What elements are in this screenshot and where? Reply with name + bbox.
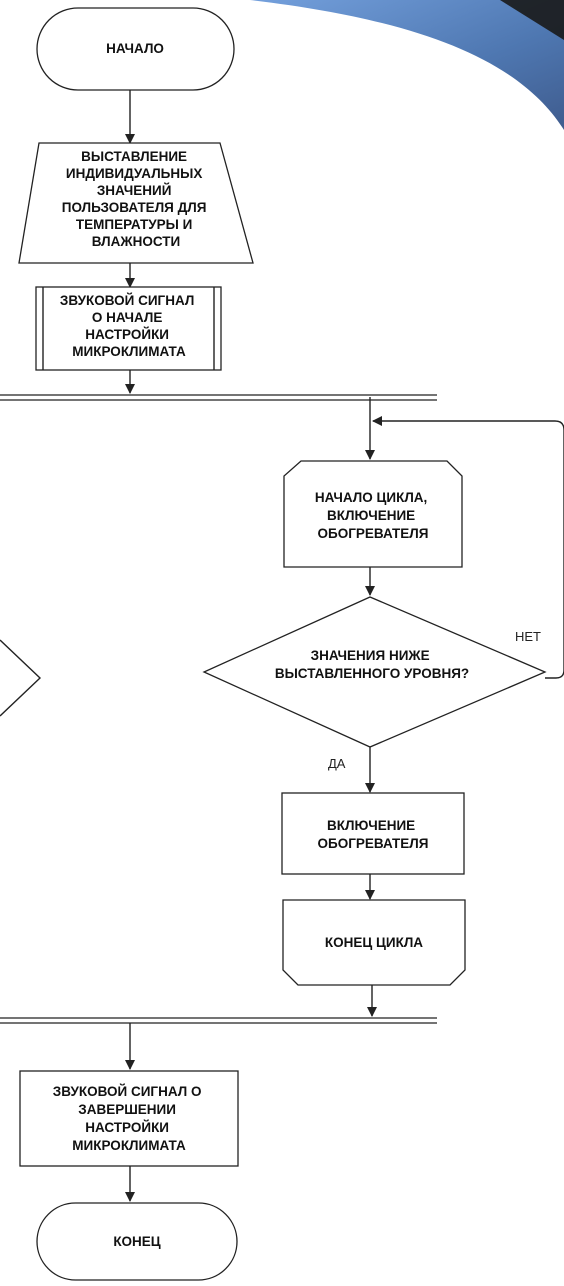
heater-on-node: ВКЛЮЧЕНИЕ ОБОГРЕВАТЕЛЯ <box>281 792 465 875</box>
start-node: НАЧАЛО <box>36 7 235 91</box>
loop-start-label: НАЧАЛО ЦИКЛА, ВКЛЮЧЕНИЕ ОБОГРЕВАТЕЛЯ <box>315 490 431 541</box>
sound-start-label: ЗВУКОВОЙ СИГНАЛ О НАЧАЛЕ НАСТРОЙКИ МИКРО… <box>60 293 198 359</box>
sound-end-node: ЗВУКОВОЙ СИГНАЛ О ЗАВЕРШЕНИИ НАСТРОЙКИ М… <box>19 1070 239 1167</box>
sound-start-node: ЗВУКОВОЙ СИГНАЛ О НАЧАЛЕ НАСТРОЙКИ МИКРО… <box>35 286 222 371</box>
loop-start-node: НАЧАЛО ЦИКЛА, ВКЛЮЧЕНИЕ ОБОГРЕВАТЕЛЯ <box>283 460 463 568</box>
end-node: КОНЕЦ <box>36 1202 238 1281</box>
end-label: КОНЕЦ <box>113 1234 160 1249</box>
decision-label: ЗНАЧЕНИЯ НИЖЕ ВЫСТАВЛЕННОГО УРОВНЯ? <box>275 648 469 681</box>
corner-decoration <box>250 0 564 130</box>
edge-label-yes: ДА <box>328 756 346 771</box>
join-bar <box>0 1017 437 1024</box>
sound-end-label: ЗВУКОВОЙ СИГНАЛ О ЗАВЕРШЕНИИ НАСТРОЙКИ М… <box>53 1084 205 1153</box>
set-values-node: ВЫСТАВЛЕНИЕ ИНДИВИДУАЛЬНЫХ ЗНАЧЕНИЙ ПОЛЬ… <box>18 142 254 264</box>
left-branch-diamond-edge <box>0 639 42 717</box>
edge-label-no: НЕТ <box>515 629 541 644</box>
decision-node: ЗНАЧЕНИЯ НИЖЕ ВЫСТАВЛЕННОГО УРОВНЯ? <box>202 596 547 748</box>
heater-on-label: ВКЛЮЧЕНИЕ ОБОГРЕВАТЕЛЯ <box>318 818 429 851</box>
connectors <box>0 90 564 1202</box>
arrow-no-loop-back <box>372 416 564 679</box>
loop-end-node: КОНЕЦ ЦИКЛА <box>282 899 466 986</box>
loop-end-label: КОНЕЦ ЦИКЛА <box>325 935 423 950</box>
fork-bar <box>0 394 437 401</box>
start-label: НАЧАЛО <box>106 41 164 56</box>
set-values-label: ВЫСТАВЛЕНИЕ ИНДИВИДУАЛЬНЫХ ЗНАЧЕНИЙ ПОЛЬ… <box>62 149 210 249</box>
